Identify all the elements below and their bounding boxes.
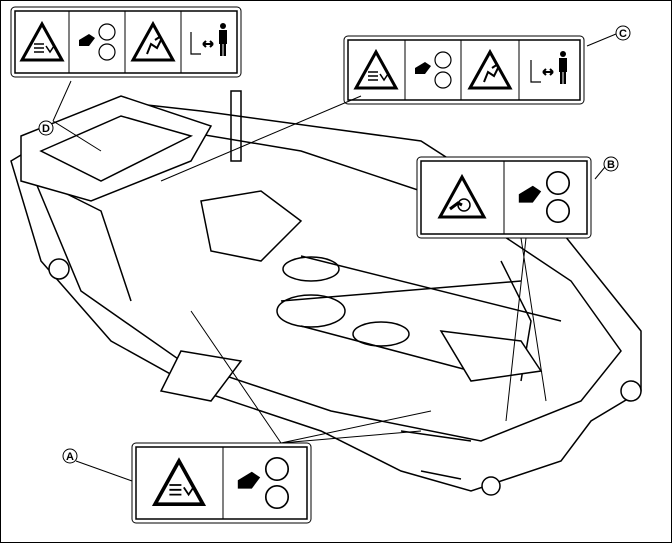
callout-c: C [615,25,631,41]
decal-b [416,156,592,239]
decal-a [131,442,312,524]
callout-label-b: B [607,159,615,171]
mower-deck [10,90,642,496]
callout-label-d: D [42,123,50,135]
decal-d [10,6,242,78]
callout-a: A [62,448,78,464]
decal-c [343,35,585,105]
callout-b: B [603,156,619,172]
leader-lines [52,33,617,482]
callout-d: D [38,120,54,136]
callout-label-a: A [66,451,74,463]
callout-label-c: C [619,28,627,40]
